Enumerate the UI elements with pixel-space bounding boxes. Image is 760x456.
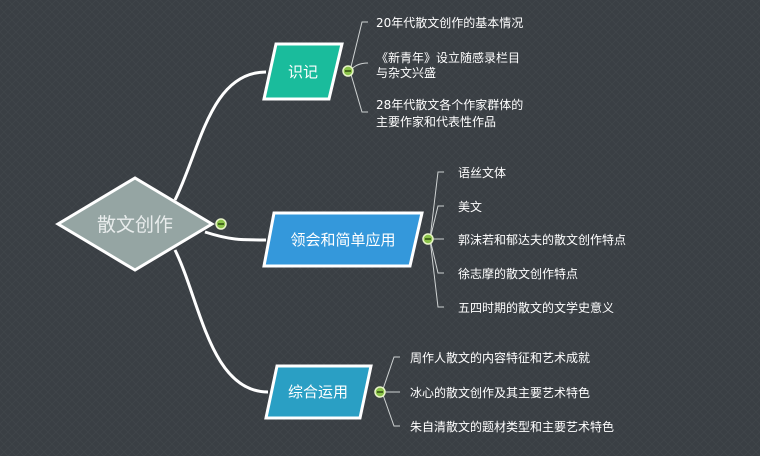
topic-label: 综合运用 (288, 383, 348, 401)
root-topic-label: 散文创作 (97, 214, 173, 236)
collapse-shiji-icon[interactable] (342, 65, 354, 77)
leaf-item[interactable]: 《新青年》设立随感录栏目 (376, 50, 520, 65)
leaf-item[interactable]: 语丝文体 (458, 165, 506, 180)
connector-branch-1 (173, 70, 267, 201)
leaf-item[interactable]: 五四时期的散文的文学史意义 (458, 300, 614, 315)
topic-label: 识记 (288, 63, 318, 81)
leaf-item[interactable]: 徐志摩的散文创作特点 (458, 266, 578, 281)
leaf-item[interactable]: 20年代散文创作的基本情况 (376, 15, 523, 30)
leaf-item-line2[interactable]: 与杂文兴盛 (376, 65, 436, 80)
topic-zonghe[interactable]: 综合运用 (264, 364, 373, 420)
leaf-item[interactable]: 28年代散文各个作家群体的 (376, 97, 523, 112)
collapse-root-icon[interactable] (215, 218, 227, 230)
collapse-zonghe-icon[interactable] (374, 386, 386, 398)
topic-linghui[interactable]: 领会和简单应用 (262, 211, 424, 268)
connector-branch-2 (204, 230, 267, 242)
leaf-item-line2[interactable]: 主要作家和代表性作品 (376, 114, 496, 129)
topic-shiji[interactable]: 识记 (262, 42, 344, 101)
leaf-item[interactable]: 美文 (458, 199, 482, 214)
connector-branch-3 (173, 249, 269, 394)
topic-label: 领会和简单应用 (290, 231, 395, 249)
root-topic[interactable]: 散文创作 (55, 176, 215, 272)
collapse-linghui-icon[interactable] (422, 233, 434, 245)
leaf-item[interactable]: 朱自清散文的题材类型和主要艺术特色 (410, 419, 614, 434)
leaf-item[interactable]: 冰心的散文创作及其主要艺术特色 (410, 385, 590, 400)
leaf-item[interactable]: 周作人散文的内容特征和艺术成就 (410, 350, 590, 365)
leaf-item[interactable]: 郭沫若和郁达夫的散文创作特点 (458, 232, 626, 247)
